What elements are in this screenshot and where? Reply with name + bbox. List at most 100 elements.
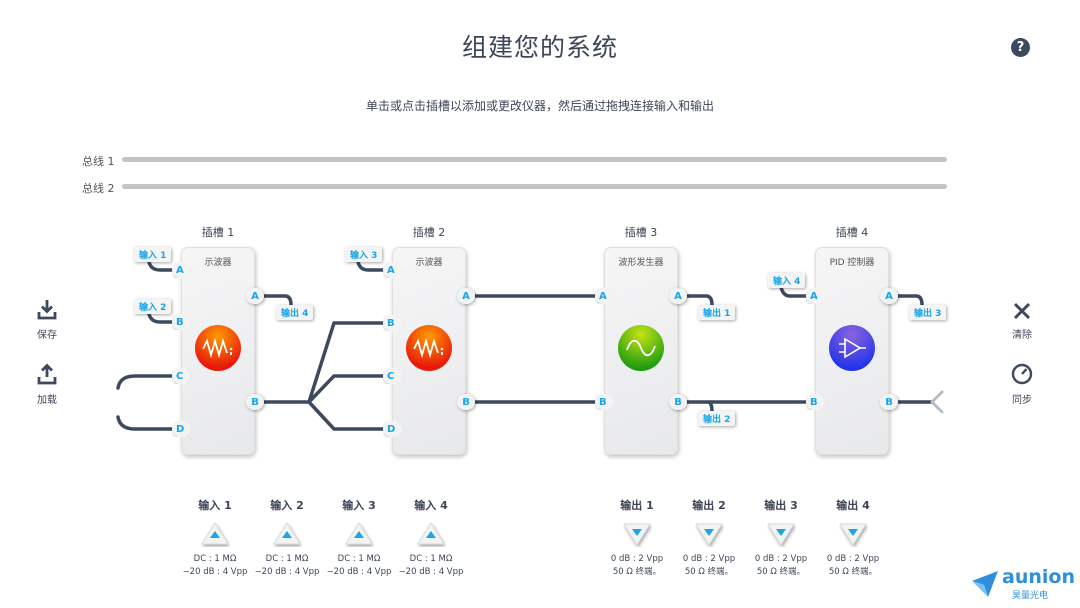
input-4-label: 输入 4 xyxy=(414,499,448,512)
slot-1-output-b[interactable]: B xyxy=(246,394,264,410)
bus-1-line[interactable] xyxy=(122,157,947,162)
wire-in2-slot1b xyxy=(147,312,178,324)
tag-input-1[interactable]: 输入 1 xyxy=(134,247,172,262)
input-4-spec-2: −20 dB : 4 Vpp xyxy=(398,567,464,577)
output-4-button[interactable] xyxy=(838,521,868,547)
output-2-button[interactable] xyxy=(694,521,724,547)
input-4-button[interactable] xyxy=(416,521,446,547)
oscilloscope-icon xyxy=(195,325,241,371)
output-1-button[interactable] xyxy=(622,521,652,547)
slot-2-input-c[interactable]: C xyxy=(383,368,403,384)
output-2-spec-2: 50 Ω 终端。 xyxy=(684,567,734,577)
slot-4-card[interactable]: PID 控制器 xyxy=(815,247,889,455)
oscilloscope-icon xyxy=(406,325,452,371)
output-3-panel: 输出 3 0 dB : 2 Vpp 50 Ω 终端。 xyxy=(746,497,816,579)
slot-3-output-a[interactable]: A xyxy=(669,288,687,304)
slot-3-instrument: 波形发生器 xyxy=(618,258,664,268)
slot-1-input-a[interactable]: A xyxy=(172,262,192,278)
triangle-down-icon xyxy=(704,529,714,536)
triangle-down-icon xyxy=(848,529,858,536)
bus-1-label: 总线 1 xyxy=(82,155,115,168)
page-title: 组建您的系统 xyxy=(461,33,618,62)
input-2-spec-1: DC : 1 MΩ xyxy=(265,554,309,564)
tag-input-2[interactable]: 输入 2 xyxy=(134,299,172,314)
slot-2-card[interactable]: 示波器 xyxy=(392,247,466,455)
slot-1-input-b[interactable]: B xyxy=(172,314,192,330)
slot-2-output-a[interactable]: A xyxy=(457,288,475,304)
triangle-up-icon xyxy=(354,531,364,538)
tag-output-3[interactable]: 输出 3 xyxy=(909,305,947,320)
input-1-panel: 输入 1 DC : 1 MΩ −20 dB : 4 Vpp xyxy=(180,497,250,579)
wire-slot1a-out4 xyxy=(262,294,293,307)
input-2-button[interactable] xyxy=(272,521,302,547)
output-1-spec-2: 50 Ω 终端。 xyxy=(612,567,662,577)
output-4-panel: 输出 4 0 dB : 2 Vpp 50 Ω 终端。 xyxy=(818,497,888,579)
wire-fan-slot2c xyxy=(307,374,388,404)
output-3-button[interactable] xyxy=(766,521,796,547)
help-button[interactable]: ? xyxy=(1011,38,1030,57)
slot-2-input-d[interactable]: D xyxy=(383,421,403,437)
wire-fan-slot2d xyxy=(307,400,388,431)
slot-4-output-b[interactable]: B xyxy=(880,394,898,410)
input-1-button[interactable] xyxy=(200,521,230,547)
wire-slot1c-offscreen xyxy=(116,374,178,390)
slot-4-input-a[interactable]: A xyxy=(806,288,826,304)
wire-in3-slot2a xyxy=(356,260,388,272)
load-label: 加载 xyxy=(37,395,57,406)
slot-2-label: 插槽 2 xyxy=(412,226,446,239)
triangle-up-icon xyxy=(426,531,436,538)
wire-slot1d-offscreen xyxy=(116,415,178,431)
slot-1-input-d[interactable]: D xyxy=(172,421,192,437)
input-4-spec-1: DC : 1 MΩ xyxy=(409,554,453,564)
wire-slot4a-out3 xyxy=(895,294,924,307)
instructions-text: 单击或点击插槽以添加或更改仪器，然后通过拖拽连接输入和输出 xyxy=(365,99,714,113)
input-1-spec-1: DC : 1 MΩ xyxy=(193,554,237,564)
slot-1-card[interactable]: 示波器 xyxy=(181,247,255,455)
tag-input-4[interactable]: 输入 4 xyxy=(768,273,806,288)
slot-3-input-b[interactable]: B xyxy=(595,394,615,410)
input-3-spec-2: −20 dB : 4 Vpp xyxy=(326,567,392,577)
input-3-button[interactable] xyxy=(344,521,374,547)
sync-button[interactable]: 同步 xyxy=(1002,359,1042,406)
slot-3-label: 插槽 3 xyxy=(624,226,658,239)
question-circle-icon: ? xyxy=(1016,40,1025,55)
wire-slot3b-out2 xyxy=(707,400,714,413)
triangle-down-icon xyxy=(776,529,786,536)
wire-in4-slot4a xyxy=(779,285,810,298)
slot-2-instrument: 示波器 xyxy=(415,258,443,268)
slot-4-input-b[interactable]: B xyxy=(806,394,826,410)
slot-3-output-b[interactable]: B xyxy=(669,394,687,410)
save-button[interactable]: 保存 xyxy=(27,294,67,341)
slot-3-input-a[interactable]: A xyxy=(595,288,615,304)
pid-controller-icon xyxy=(829,325,875,371)
input-4-panel: 输入 4 DC : 1 MΩ −20 dB : 4 Vpp xyxy=(396,497,466,579)
input-1-label: 输入 1 xyxy=(198,499,232,512)
triangle-up-icon xyxy=(282,531,292,538)
clear-button[interactable]: 清除 xyxy=(1002,294,1042,341)
slot-1-input-c[interactable]: C xyxy=(172,368,192,384)
slot-2-input-a[interactable]: A xyxy=(383,262,403,278)
tag-output-4[interactable]: 输出 4 xyxy=(276,305,314,320)
brand-logo: aunion 昊量光电 xyxy=(970,566,1075,601)
slot-2-output-b[interactable]: B xyxy=(457,394,475,410)
close-icon xyxy=(1002,294,1042,320)
tag-output-2[interactable]: 输出 2 xyxy=(698,411,736,426)
bus-2-line[interactable] xyxy=(122,184,947,189)
input-1-spec-2: −20 dB : 4 Vpp xyxy=(182,567,248,577)
slot-4-output-a[interactable]: A xyxy=(880,288,898,304)
input-3-spec-1: DC : 1 MΩ xyxy=(337,554,381,564)
paper-plane-icon xyxy=(972,571,998,597)
load-button[interactable]: 加载 xyxy=(27,359,67,406)
slot-2-input-b[interactable]: B xyxy=(383,315,403,331)
slot-1-output-a[interactable]: A xyxy=(246,288,264,304)
input-2-label: 输入 2 xyxy=(270,499,304,512)
slot-3-card[interactable]: 波形发生器 xyxy=(604,247,678,455)
output-3-spec-1: 0 dB : 2 Vpp xyxy=(754,554,808,564)
output-1-panel: 输出 1 0 dB : 2 Vpp 50 Ω 终端。 xyxy=(602,497,672,579)
wire-fan-slot2b xyxy=(307,321,388,404)
output-2-panel: 输出 2 0 dB : 2 Vpp 50 Ω 终端。 xyxy=(674,497,744,579)
tag-output-1[interactable]: 输出 1 xyxy=(698,305,736,320)
output-1-spec-1: 0 dB : 2 Vpp xyxy=(610,554,664,564)
tag-input-3[interactable]: 输入 3 xyxy=(345,247,383,262)
